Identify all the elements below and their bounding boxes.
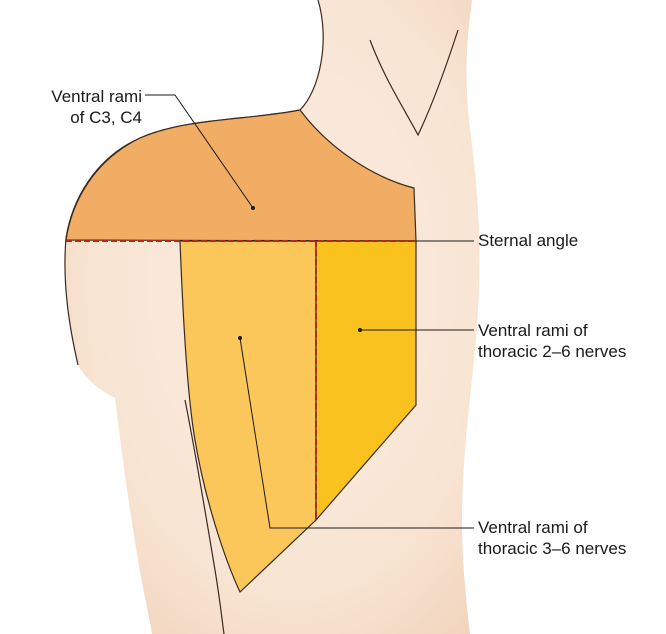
- label-t2-t6: Ventral rami of thoracic 2–6 nerves: [478, 320, 626, 362]
- label-t3-t6-line2: thoracic 3–6 nerves: [478, 538, 626, 559]
- label-t2-t6-line1: Ventral rami of: [478, 320, 626, 341]
- leader-dot-t2-t6: [358, 328, 362, 332]
- label-sternal-angle-line1: Sternal angle: [478, 230, 578, 251]
- leader-dot-c3-c4: [251, 206, 255, 210]
- label-c3-c4: Ventral rami of C3, C4: [4, 86, 142, 128]
- label-sternal-angle: Sternal angle: [478, 230, 578, 251]
- label-t2-t6-line2: thoracic 2–6 nerves: [478, 341, 626, 362]
- label-c3-c4-line1: Ventral rami: [4, 86, 142, 107]
- leader-dot-t3-t6: [238, 336, 242, 340]
- label-t3-t6-line1: Ventral rami of: [478, 517, 626, 538]
- label-c3-c4-line2: of C3, C4: [4, 107, 142, 128]
- label-t3-t6: Ventral rami of thoracic 3–6 nerves: [478, 517, 626, 559]
